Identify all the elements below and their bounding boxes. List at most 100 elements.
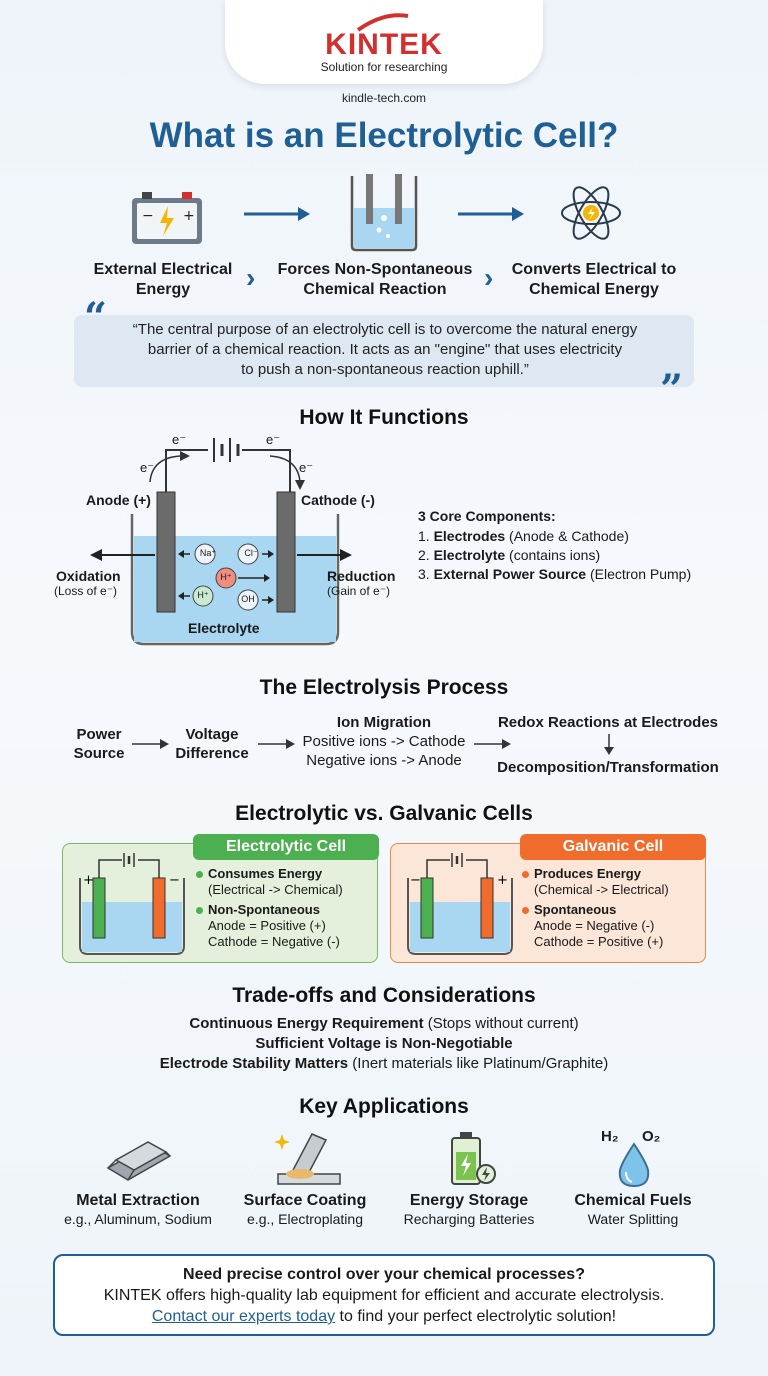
- electrolytic-anode-line: Anode = Positive (+): [208, 918, 326, 933]
- tradeoff-title: Electrode Stability Matters: [159, 1055, 349, 1072]
- process-step-line: Voltage: [185, 726, 239, 743]
- electron-label-right-top: e⁻: [266, 432, 281, 447]
- electron-label-right: e⁻: [299, 460, 314, 475]
- process-step-title: Ion Migration: [336, 714, 432, 731]
- battery-charge-icon: [451, 1132, 496, 1185]
- tradeoff-title: Sufficient Voltage is Non-Negotiable: [255, 1035, 513, 1052]
- quote-line-2: barrier of a chemical reaction. It acts …: [147, 341, 623, 358]
- svg-text:−: −: [142, 208, 154, 224]
- point-text: Consumes Energy: [208, 866, 323, 881]
- h2-label: H₂: [601, 1128, 619, 1145]
- electrolytic-point-1: Consumes Energy: [196, 866, 343, 882]
- svg-text:−: −: [410, 873, 421, 888]
- electrolytic-cathode-line: Cathode = Negative (-): [208, 934, 340, 949]
- app-sub-chemical-fuels: Water Splitting: [587, 1211, 679, 1227]
- app-title-energy-storage: Energy Storage: [409, 1192, 529, 1209]
- brand-tagline: Solution for researching: [320, 60, 448, 74]
- process-step-power-source: Power Source: [64, 725, 134, 763]
- galvanic-point-1-sub: (Chemical -> Electrical): [534, 882, 669, 897]
- reduction-sublabel: (Gain of e⁻): [327, 584, 391, 598]
- flow-step-1-label: External Electrical Energy: [78, 260, 248, 300]
- arrow-right-icon: [244, 207, 310, 221]
- ion-oh-label: OH: [241, 594, 255, 604]
- flow-step-1-line1: External Electrical: [93, 261, 233, 278]
- electrolytic-point-1-sub: (Electrical -> Chemical): [208, 882, 343, 897]
- bullet-icon: [196, 871, 203, 879]
- galvanic-cathode-line: Cathode = Positive (+): [534, 934, 664, 949]
- beaker-icon: [350, 174, 418, 252]
- tradeoff-detail: (Inert materials like Platinum/Graphite): [348, 1055, 609, 1072]
- component-name: Electrodes: [433, 528, 506, 544]
- list-item: 1. Electrodes (Anode & Cathode): [418, 527, 691, 546]
- svg-text:+: +: [497, 873, 508, 888]
- ion-h-label: H⁺: [220, 572, 232, 582]
- flow-step-3-label: Converts Electrical to Chemical Energy: [504, 260, 684, 300]
- water-drop-icon: [618, 1142, 650, 1188]
- process-step-ion-migration: Ion Migration Positive ions -> Cathode N…: [296, 713, 472, 770]
- site-url[interactable]: kindle-tech.com: [341, 91, 427, 105]
- open-quote-icon: “: [84, 294, 108, 341]
- app-sub-energy-storage: Recharging Batteries: [403, 1211, 535, 1227]
- process-step-line: Positive ions -> Cathode: [302, 733, 466, 750]
- svg-text:+: +: [83, 873, 94, 888]
- close-quote-icon: ”: [660, 366, 684, 413]
- arrow-right-icon: [258, 739, 295, 749]
- bullet-icon: [522, 907, 529, 915]
- quote-line-3: to push a non-spontaneous reaction uphil…: [241, 361, 529, 378]
- cta-body: KINTEK offers high-quality lab equipment…: [103, 1287, 665, 1304]
- section-title-process: The Electrolysis Process: [259, 676, 509, 699]
- flow-step-3-line1: Converts Electrical to: [511, 261, 677, 278]
- component-name: External Power Source: [433, 566, 587, 582]
- process-step-line: Negative ions -> Anode: [306, 752, 462, 769]
- point-text: Produces Energy: [534, 866, 641, 881]
- electrolytic-cell-details: Consumes Energy (Electrical -> Chemical)…: [196, 866, 343, 950]
- o2-label: O₂: [642, 1128, 661, 1145]
- electrolyte-label: Electrolyte: [188, 620, 260, 636]
- section-title-applications: Key Applications: [299, 1095, 469, 1118]
- section-title-tradeoffs: Trade-offs and Considerations: [232, 984, 536, 1007]
- cta-headline: Need precise control over your chemical …: [183, 1266, 585, 1283]
- galvanic-cell-details: Produces Energy (Chemical -> Electrical)…: [522, 866, 669, 950]
- list-item: 3. External Power Source (Electron Pump): [418, 565, 691, 584]
- oxidation-label: Oxidation: [56, 568, 121, 584]
- list-item: Continuous Energy Requirement (Stops wit…: [0, 1014, 768, 1034]
- contact-experts-link[interactable]: Contact our experts today: [151, 1308, 336, 1325]
- oxidation-sublabel: (Loss of e⁻): [54, 584, 118, 598]
- component-detail: (Anode & Cathode): [505, 528, 629, 544]
- ion-cl-label: Cl⁻: [244, 548, 258, 558]
- arrow-down-icon: [604, 734, 614, 755]
- tradeoff-detail: (Stops without current): [423, 1015, 579, 1032]
- arrow-right-icon: [458, 207, 524, 221]
- logo-swoosh-icon: [356, 13, 409, 32]
- electrolytic-cell-diagram: [90, 438, 352, 646]
- process-step-line: Source: [73, 745, 125, 762]
- galvanic-cell-heading: Galvanic Cell: [520, 834, 706, 860]
- process-step-line: Power: [76, 726, 122, 743]
- tradeoffs-list: Continuous Energy Requirement (Stops wit…: [0, 1014, 768, 1074]
- galvanic-point-2: Spontaneous: [522, 902, 669, 918]
- process-step-redox: Redox Reactions at Electrodes: [497, 714, 719, 731]
- app-title-chemical-fuels: Chemical Fuels: [574, 1192, 692, 1209]
- app-title-metal-extraction: Metal Extraction: [76, 1192, 200, 1209]
- electron-label-left-top: e⁻: [172, 432, 187, 447]
- coating-icon: [274, 1133, 341, 1185]
- app-sub-metal-extraction: e.g., Aluminum, Sodium: [64, 1211, 212, 1227]
- anode-label: Anode (+): [86, 492, 151, 508]
- flow-step-1-line2: Energy: [135, 281, 191, 298]
- electrolytic-cell-heading: Electrolytic Cell: [193, 834, 379, 860]
- chevron-right-icon: ›: [246, 262, 256, 293]
- ion-na-label: Na⁺: [199, 548, 217, 558]
- component-detail: (contains ions): [505, 547, 601, 563]
- atom-icon: [561, 186, 621, 240]
- galvanic-point-1: Produces Energy: [522, 866, 669, 882]
- point-text: Spontaneous: [534, 902, 617, 917]
- chevron-right-icon: ›: [484, 262, 494, 293]
- page-title: What is an Electrolytic Cell?: [149, 116, 619, 155]
- app-sub-surface-coating: e.g., Electroplating: [247, 1211, 363, 1227]
- svg-text:−: −: [169, 873, 180, 888]
- reduction-label: Reduction: [327, 568, 396, 584]
- galvanic-anode-line: Anode = Negative (-): [534, 918, 655, 933]
- list-item: Sufficient Voltage is Non-Negotiable: [0, 1034, 768, 1054]
- process-step-line: Difference: [175, 745, 249, 762]
- quote-line-1: “The central purpose of an electrolytic …: [132, 321, 638, 338]
